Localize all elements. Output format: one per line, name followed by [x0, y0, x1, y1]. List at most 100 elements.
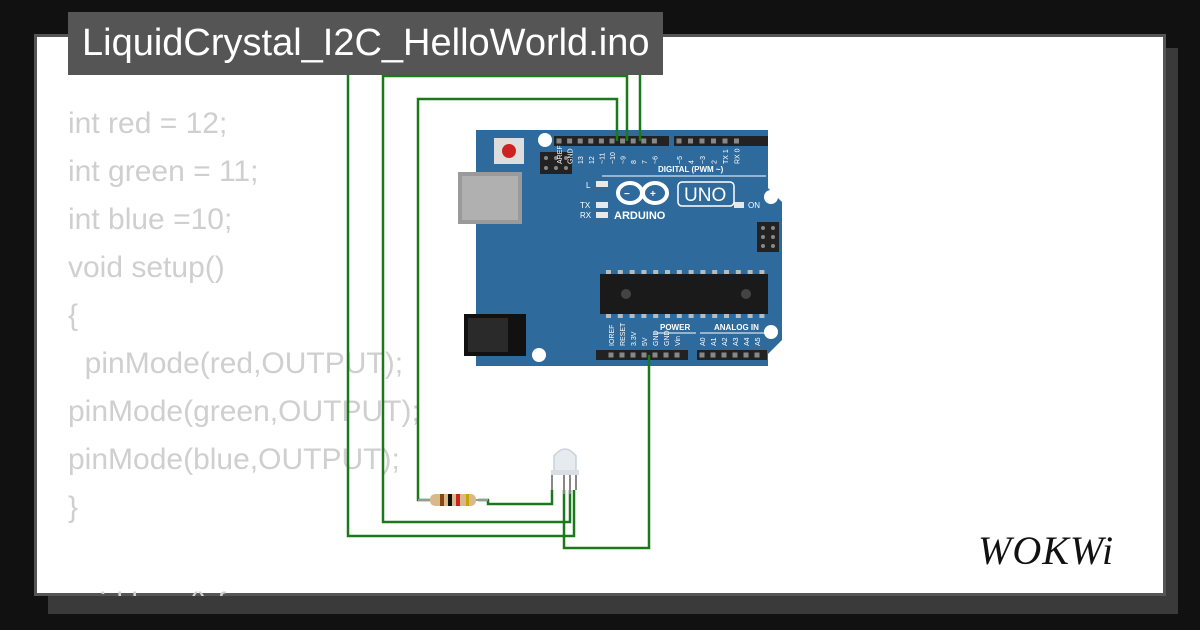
header-pin[interactable] — [641, 352, 647, 358]
code-line: void setup() — [68, 251, 225, 284]
chip-leg — [617, 314, 623, 318]
header-pin[interactable] — [609, 138, 615, 144]
header-pin[interactable] — [710, 352, 716, 358]
chip-leg — [735, 314, 741, 318]
pin-label: ~10 — [610, 152, 617, 164]
wire-green — [381, 74, 629, 524]
led-tx — [596, 202, 608, 208]
chip-leg — [641, 314, 647, 318]
digital-label: DIGITAL (PWM ~) — [658, 165, 724, 174]
header-pin[interactable] — [608, 352, 614, 358]
chip-leg — [665, 270, 670, 274]
chip-leg — [712, 314, 718, 318]
header-pin[interactable] — [688, 138, 693, 144]
chip-leg — [629, 314, 635, 318]
chip-leg — [735, 270, 741, 274]
code-line: int red = 12; — [68, 107, 228, 140]
header-pin[interactable] — [567, 138, 573, 144]
led-on — [734, 202, 744, 208]
chip-leg — [747, 314, 753, 318]
header-pin[interactable] — [620, 138, 626, 144]
chip-leg — [641, 270, 647, 274]
header-pin[interactable] — [743, 352, 749, 358]
header-pin[interactable] — [651, 138, 657, 144]
header-pin[interactable] — [699, 352, 705, 358]
header-pin[interactable] — [556, 138, 562, 144]
rgb-led-icon[interactable] — [551, 448, 579, 494]
header-pin[interactable] — [588, 138, 594, 144]
pin-label: GND — [653, 330, 660, 346]
pin-label: A4 — [744, 337, 751, 346]
wire-gnd — [562, 355, 651, 550]
header-pin[interactable] — [598, 138, 604, 144]
svg-text:WOKWi: WOKWi — [978, 528, 1114, 573]
chip-leg — [653, 314, 659, 318]
header-pin[interactable] — [734, 138, 739, 144]
pin-label: ~6 — [652, 156, 659, 164]
pin-label: ~3 — [700, 156, 707, 164]
chip-leg — [712, 270, 718, 274]
pin-label: A0 — [700, 337, 707, 346]
pin-label: GND — [664, 330, 671, 346]
power-label: POWER — [660, 323, 690, 332]
pin-label: A1 — [711, 337, 718, 346]
arduino-infinity-logo — [616, 181, 669, 205]
chip-leg — [688, 314, 694, 318]
led-label-l: L — [586, 181, 591, 190]
header-pin[interactable] — [619, 352, 625, 358]
code-line: { — [68, 299, 79, 332]
code-line: int green = 11; — [68, 155, 259, 188]
on-label: ON — [748, 201, 760, 210]
pin-label: RESET — [620, 322, 627, 346]
code-line: pinMode(blue,OUTPUT); — [68, 443, 400, 476]
chip-leg — [676, 314, 682, 318]
chip-leg — [724, 314, 729, 318]
header-pin[interactable] — [699, 138, 705, 144]
header-pin[interactable] — [676, 138, 682, 144]
led-label-tx: TX — [580, 201, 591, 210]
header-pin[interactable] — [721, 352, 727, 358]
header-pin[interactable] — [711, 138, 716, 144]
chip-leg — [665, 314, 670, 318]
code-line: pinMode(red,OUTPUT); — [68, 347, 404, 380]
pin-label: Vin — [675, 336, 682, 346]
code-line: pinMode(green,OUTPUT); — [68, 395, 420, 428]
code-line: } — [68, 491, 79, 524]
header-pin[interactable] — [652, 352, 658, 358]
chip-leg — [759, 270, 765, 274]
pin-label: 13 — [578, 156, 585, 164]
chip-leg — [759, 314, 765, 318]
header-pin[interactable] — [732, 352, 738, 358]
chip-leg — [676, 270, 682, 274]
svg-text:−: − — [624, 189, 630, 200]
header-pin[interactable] — [754, 352, 760, 358]
resistor-icon[interactable] — [418, 494, 488, 506]
brand-label: ARDUINO — [614, 210, 666, 222]
header-pin[interactable] — [674, 352, 680, 358]
chip-leg — [700, 314, 706, 318]
pin-label: A2 — [722, 337, 729, 346]
led-label-rx: RX — [580, 211, 592, 220]
chip-leg — [688, 270, 694, 274]
pin-label: 4 — [689, 160, 696, 164]
analog-label: ANALOG IN — [714, 323, 759, 332]
header-pin[interactable] — [663, 352, 669, 358]
code-preview: int red = 12; int green = 11; int blue =10… — [68, 100, 668, 596]
header-pin[interactable] — [722, 138, 728, 144]
pin-label: TX 1 — [723, 149, 730, 164]
header-pin[interactable] — [577, 138, 583, 144]
pin-label: 8 — [631, 160, 638, 164]
chip-leg — [606, 270, 611, 274]
code-line: int blue =10; — [68, 203, 233, 236]
led-rx — [596, 212, 608, 218]
chip-leg — [617, 270, 623, 274]
header-pin[interactable] — [630, 352, 636, 358]
header-pin[interactable] — [641, 138, 647, 144]
pin-label: 3.3V — [631, 331, 638, 346]
pin-label: A5 — [755, 337, 762, 346]
svg-text:+: + — [650, 189, 656, 200]
header-pin[interactable] — [630, 138, 636, 144]
code-line: void loop() { — [68, 580, 668, 596]
